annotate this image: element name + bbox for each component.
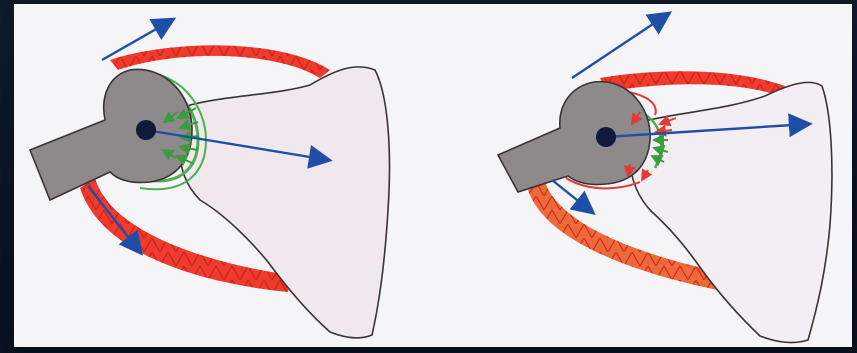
scapula-icon	[630, 82, 832, 342]
right-diagram	[498, 14, 832, 343]
left-diagram	[30, 20, 389, 338]
rotation-center-icon	[596, 127, 616, 147]
rotation-center-icon	[136, 120, 156, 140]
scapula-icon	[180, 67, 390, 338]
